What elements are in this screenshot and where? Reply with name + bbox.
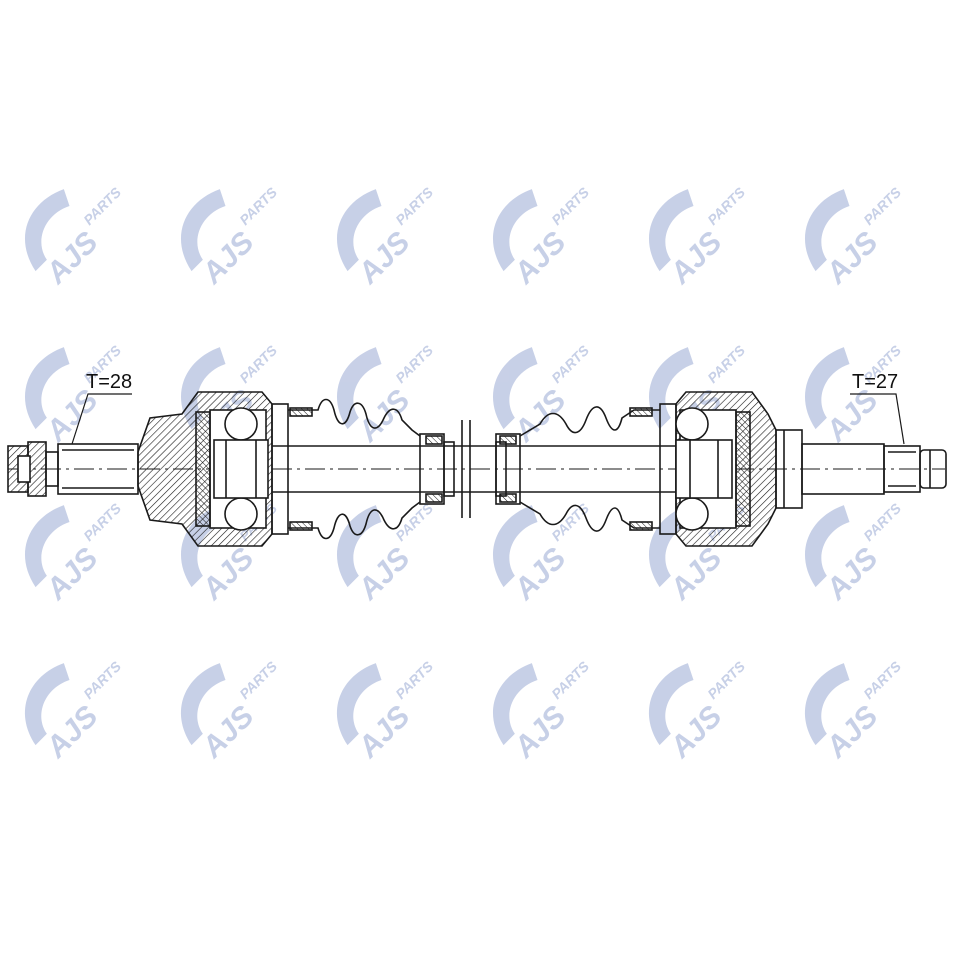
watermark-brand-text: AJS	[819, 226, 884, 291]
watermark-suffix-text: PARTS	[236, 342, 280, 386]
watermark-brand-text: AJS	[39, 542, 104, 607]
watermark-arc	[805, 505, 850, 588]
watermark-brand-text: AJS	[195, 700, 260, 765]
watermark-arc	[649, 189, 694, 272]
watermark-arc	[337, 505, 382, 588]
watermark-suffix-text: PARTS	[80, 184, 124, 228]
watermark-arc	[493, 505, 538, 588]
watermark-brand-text: AJS	[351, 384, 416, 449]
watermark-suffix-text: PARTS	[860, 184, 904, 228]
shaft-drawing	[7, 391, 947, 547]
watermark-suffix-text: PARTS	[860, 658, 904, 702]
watermark-suffix-text: PARTS	[860, 500, 904, 544]
left-boot-clamp	[271, 403, 313, 535]
left-teeth-label: T=28	[86, 371, 132, 393]
watermark-arc	[805, 663, 850, 746]
watermark-arc	[805, 347, 850, 430]
watermark-arc	[337, 189, 382, 272]
watermark-arc	[493, 663, 538, 746]
watermark-brand-text: AJS	[351, 226, 416, 291]
watermark-suffix-text: PARTS	[548, 658, 592, 702]
watermark-suffix-text: PARTS	[704, 184, 748, 228]
watermark-brand-text: AJS	[663, 542, 728, 607]
left-teeth-leader	[71, 393, 132, 445]
watermark-brand-text: AJS	[507, 226, 572, 291]
watermark-arc	[337, 347, 382, 430]
right-joint-housing	[675, 391, 777, 547]
watermark-suffix-text: PARTS	[548, 342, 592, 386]
watermark-suffix-text: PARTS	[548, 184, 592, 228]
watermark-suffix-text: PARTS	[548, 500, 592, 544]
right-boot	[495, 406, 660, 532]
watermark-brand-text: AJS	[351, 700, 416, 765]
watermark-arc	[25, 505, 70, 588]
right-teeth-label: T=27	[852, 371, 898, 393]
right-teeth-leader	[850, 393, 905, 445]
watermark-suffix-text: PARTS	[704, 342, 748, 386]
watermark-arc	[181, 663, 226, 746]
watermark-brand-text: AJS	[819, 700, 884, 765]
watermark-arc	[25, 347, 70, 430]
watermark-arc	[25, 663, 70, 746]
watermark-suffix-text: PARTS	[392, 342, 436, 386]
watermark-suffix-text: PARTS	[236, 184, 280, 228]
watermark-arc	[805, 189, 850, 272]
watermark-arc	[25, 189, 70, 272]
watermark-brand-text: AJS	[39, 384, 104, 449]
watermark-arc	[493, 189, 538, 272]
watermark-brand-text: AJS	[195, 226, 260, 291]
watermark-suffix-text: PARTS	[704, 658, 748, 702]
watermark-arc	[337, 663, 382, 746]
watermark-arc	[649, 663, 694, 746]
watermark-brand-text: AJS	[819, 384, 884, 449]
watermark-brand-text: AJS	[39, 700, 104, 765]
watermark-brand-text: AJS	[819, 542, 884, 607]
watermark-brand-text: AJS	[351, 542, 416, 607]
watermark-brand-text: AJS	[663, 226, 728, 291]
watermark-arc	[181, 189, 226, 272]
watermark-brand-text: AJS	[507, 384, 572, 449]
watermark-suffix-text: PARTS	[80, 500, 124, 544]
watermark-suffix-text: PARTS	[236, 658, 280, 702]
watermark-brand-text: AJS	[39, 226, 104, 291]
watermark-brand-text: AJS	[195, 542, 260, 607]
left-joint-housing	[137, 391, 273, 547]
watermark-brand-text: AJS	[663, 700, 728, 765]
watermark-suffix-text: PARTS	[392, 184, 436, 228]
right-stub-shaft	[775, 429, 947, 509]
watermark-suffix-text: PARTS	[392, 658, 436, 702]
watermark-brand-text: AJS	[507, 700, 572, 765]
watermark-arc	[493, 347, 538, 430]
watermark-brand-text: AJS	[507, 542, 572, 607]
watermark-suffix-text: PARTS	[80, 658, 124, 702]
